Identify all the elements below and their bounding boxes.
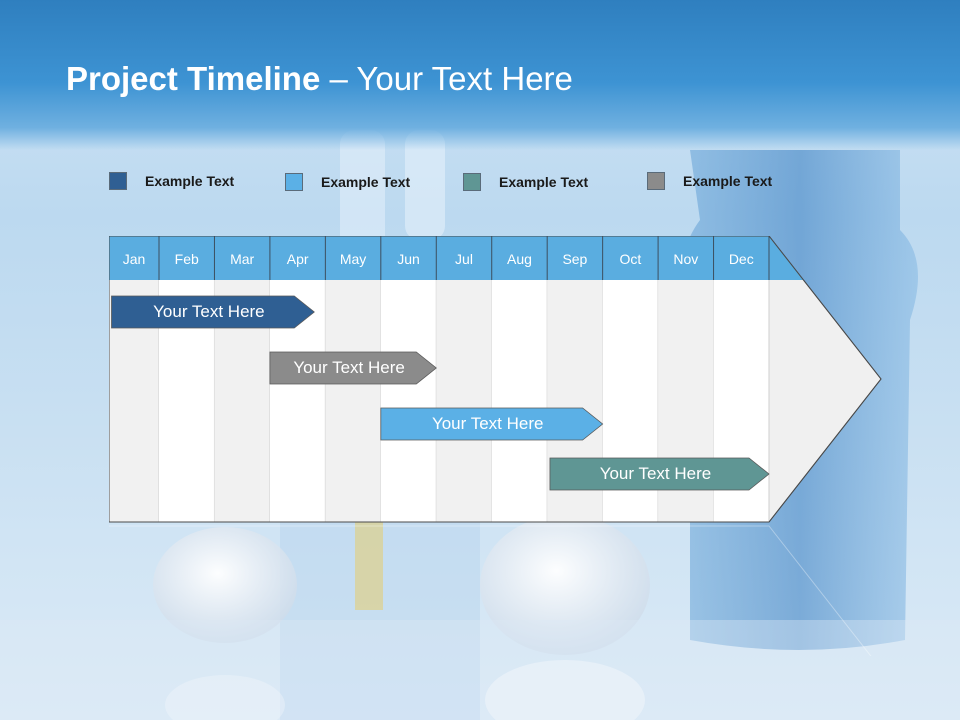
timeline-chart: Jan Feb Mar Apr May Jun Jul Aug Sep Oct Nov Dec You… (108, 235, 899, 670)
month-header-row (109, 236, 804, 280)
month-label: Jul (455, 251, 473, 267)
legend-label: Example Text (499, 174, 589, 190)
legend-label: Example Text (145, 173, 235, 189)
legend-swatch (285, 173, 303, 191)
legend-swatch (463, 173, 481, 191)
month-label: Nov (673, 251, 698, 267)
task-bar (380, 407, 604, 441)
month-label: Aug (507, 251, 532, 267)
month-label: Oct (619, 251, 641, 267)
slide-title: Project Timeline – Your Text Here (66, 60, 573, 98)
month-label: Dec (729, 251, 754, 267)
month-label: Apr (287, 251, 309, 267)
task-bar (111, 295, 315, 329)
month-column (380, 280, 437, 522)
task-label: Your Text Here (599, 464, 712, 483)
timeline-grid: Jan Feb Mar Apr May Jun Jul Aug Sep Oct Nov Dec (108, 235, 883, 670)
title-rest: – Your Text Here (320, 60, 573, 97)
legend-item: Example Text (647, 171, 772, 191)
task-label: Your Text Here (293, 358, 405, 377)
task-label: Your Text Here (153, 302, 265, 321)
month-label: Feb (175, 251, 199, 267)
month-label: Jun (397, 251, 420, 267)
month-label: Jan (123, 251, 146, 267)
title-bold: Project Timeline (66, 60, 321, 97)
legend-item: Example Text (285, 172, 410, 192)
legend-label: Example Text (683, 173, 773, 189)
timeline-reflection (109, 525, 883, 670)
month-column (325, 280, 381, 522)
month-column (436, 280, 492, 522)
task-label: Your Text Here (431, 414, 544, 433)
title-banner (0, 0, 960, 150)
legend-swatch (109, 172, 127, 190)
task-bar (549, 457, 770, 491)
timeline-outline (108, 235, 882, 523)
month-label: Mar (230, 251, 254, 267)
month-label: Sep (562, 251, 587, 267)
legend-label: Example Text (321, 174, 411, 190)
month-label: May (340, 251, 366, 267)
legend-item: Example Text (109, 171, 234, 191)
task-bar (269, 351, 437, 385)
month-column (491, 280, 548, 522)
legend-item: Example Text (463, 172, 588, 192)
legend-swatch (647, 172, 665, 190)
